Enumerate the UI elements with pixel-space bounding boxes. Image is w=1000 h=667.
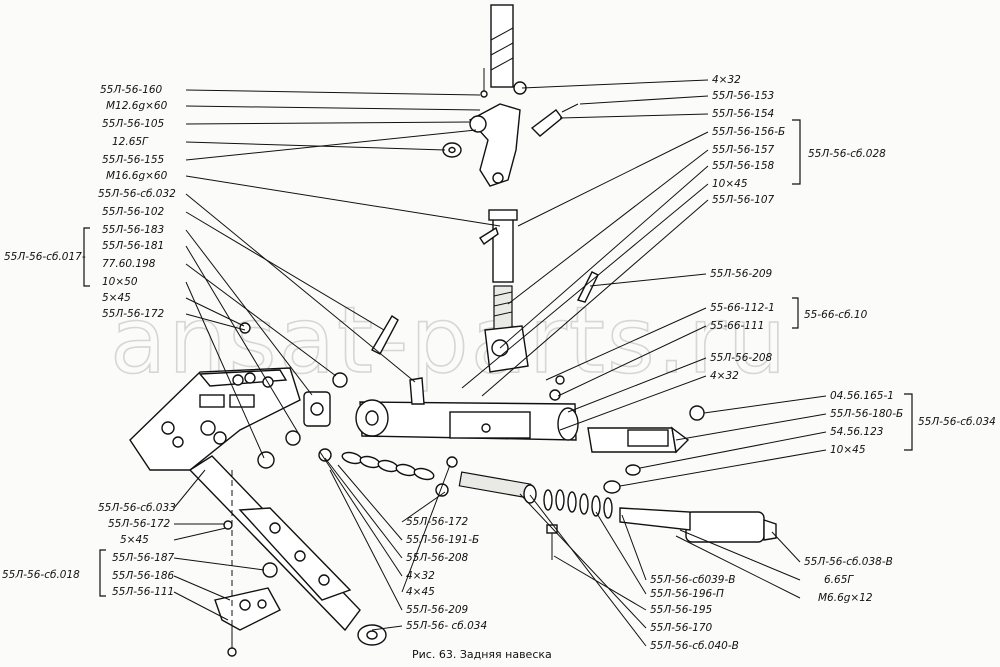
label-12-65g: 12.65Г xyxy=(112,136,149,148)
label-55l-56-157: 55Л-56-157 xyxy=(712,144,775,156)
label-group-sb-028: 55Л-56-сб.028 xyxy=(808,148,886,160)
label-55l-56-102: 55Л-56-102 xyxy=(102,206,165,218)
label-m6: М6.6g×12 xyxy=(818,592,873,604)
label-10x50: 10×50 xyxy=(102,276,138,288)
label-55l-56-160: 55Л-56-160 xyxy=(100,84,163,96)
label-4x32-c: 4×32 xyxy=(406,570,435,582)
leader-lines xyxy=(173,79,827,647)
label-55l-56-208-b: 55Л-56-208 xyxy=(406,552,469,564)
label-55-66-112-1: 55-66-112-1 xyxy=(710,302,775,314)
label-55-66-111: 55-66-111 xyxy=(710,320,764,332)
label-55l-56-156: 55Л-56-156-Б xyxy=(712,126,785,138)
labels-bottom-middle: 55Л-56-172 55Л-56-191-Б 55Л-56-208 4×32 … xyxy=(406,516,487,632)
spring xyxy=(543,489,613,519)
labels-far-right: 04.56.165-1 55Л-56-180-Б 54.56.123 10×45… xyxy=(830,390,996,456)
label-55l-56-111: 55Л-56-111 xyxy=(112,586,174,598)
top-rod xyxy=(490,4,514,88)
labels-mid-right: 55Л-56-209 55-66-112-1 55-66-111 55Л-56-… xyxy=(710,268,868,382)
label-5x45: 5×45 xyxy=(102,292,131,304)
label-55l-56-181: 55Л-56-181 xyxy=(102,240,164,252)
label-10x45-b: 10×45 xyxy=(830,444,866,456)
label-55l-56-155: 55Л-56-155 xyxy=(102,154,165,166)
labels-left-upper: 55Л-56-160 М12.6g×60 55Л-56-105 12.65Г 5… xyxy=(4,84,176,320)
label-55l-56-170: 55Л-56-170 xyxy=(650,622,713,634)
label-10x45: 10×45 xyxy=(712,178,748,190)
label-54-56-123: 54.56.123 xyxy=(830,426,883,438)
label-group-sb-017: 55Л-56-сб.017- xyxy=(4,251,86,263)
label-55l-56-186: 55Л-56-186 xyxy=(112,570,175,582)
label-m12: М12.6g×60 xyxy=(106,100,168,112)
mounting-plate xyxy=(129,367,301,471)
labels-right-upper: 4×32 55Л-56-153 55Л-56-154 55Л-56-156-Б … xyxy=(712,74,886,206)
label-group-sb-018: 55Л-56-сб.018 xyxy=(2,569,80,581)
chain xyxy=(341,451,435,481)
label-55l-56-153: 55Л-56-153 xyxy=(712,90,774,102)
label-55l-56-183: 55Л-56-183 xyxy=(102,224,164,236)
label-55l-56-209-b: 55Л-56-209 xyxy=(406,604,469,616)
label-55l-56-191: 55Л-56-191-Б xyxy=(406,534,479,546)
label-04-56-165: 04.56.165-1 xyxy=(830,390,894,402)
label-sb-039: 55Л-56-сб039-В xyxy=(650,574,735,586)
label-4x45: 4×45 xyxy=(406,586,435,598)
label-55l-56-105: 55Л-56-105 xyxy=(102,118,165,130)
label-group-sb-034: 55Л-56-сб.034 xyxy=(918,416,996,428)
label-55l-56-172-c: 55Л-56-172 xyxy=(406,516,469,528)
label-6-65g: 6.65Г xyxy=(824,574,854,586)
label-55l-56-180: 55Л-56-180-Б xyxy=(830,408,903,420)
label-4x32-b: 4×32 xyxy=(710,370,739,382)
label-55l-56-154: 55Л-56-154 xyxy=(712,108,774,120)
label-sb-034-b: 55Л-56- сб.034 xyxy=(406,620,487,632)
label-group-sb-10: 55-66-сб.10 xyxy=(804,309,868,321)
group-brackets xyxy=(83,119,913,597)
label-55l-56-158: 55Л-56-158 xyxy=(712,160,775,172)
label-55l-56-107: 55Л-56-107 xyxy=(712,194,775,206)
label-55l-56-172: 55Л-56-172 xyxy=(102,308,165,320)
figure-caption: Рис. 63. Задняя навеска xyxy=(412,648,552,661)
label-55l-56-209: 55Л-56-209 xyxy=(710,268,773,280)
label-sb-032: 55Л-56-сб.032 xyxy=(98,188,176,200)
label-m16: М16.6g×60 xyxy=(106,170,168,182)
label-55l-56-208: 55Л-56-208 xyxy=(710,352,773,364)
label-55l-56-187: 55Л-56-187 xyxy=(112,552,175,564)
label-55l-56-196: 55Л-56-196-П xyxy=(650,588,724,600)
label-sb-033: 55Л-56-сб.033 xyxy=(98,502,176,514)
label-5x45-b: 5×45 xyxy=(120,534,149,546)
label-55l-56-195: 55Л-56-195 xyxy=(650,604,713,616)
label-sb-040: 55Л-56-сб.040-В xyxy=(650,640,739,652)
label-77-60-198: 77.60.198 xyxy=(102,258,156,270)
label-55l-56-172-b: 55Л-56-172 xyxy=(108,518,171,530)
label-sb-038: 55Л-56-сб.038-В xyxy=(804,556,893,568)
labels-bottom-right: 55Л-56-сб.038-В 6.65Г М6.6g×12 55Л-56-сб… xyxy=(650,556,893,652)
labels-lower-left: 55Л-56-сб.033 55Л-56-172 5×45 55Л-56-187… xyxy=(2,502,176,598)
label-4x32: 4×32 xyxy=(712,74,741,86)
